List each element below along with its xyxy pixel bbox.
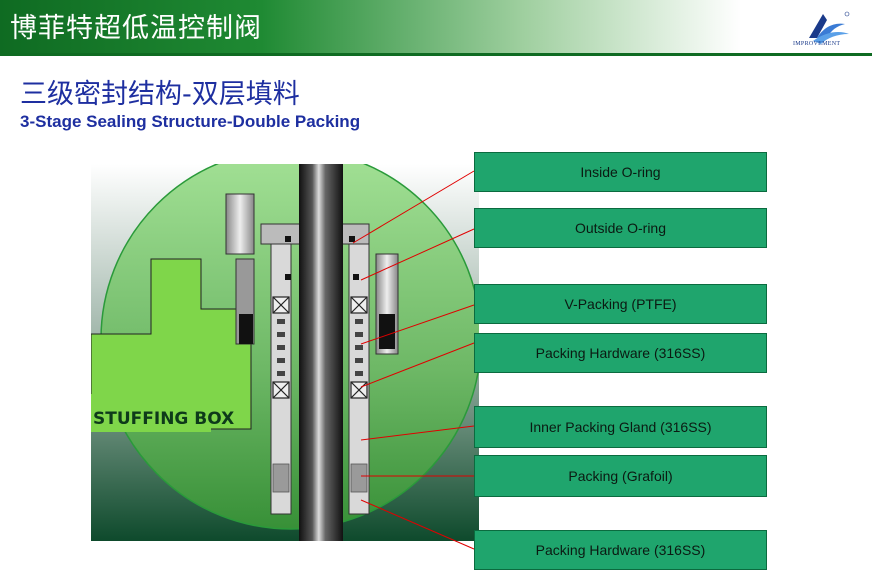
callout-inner-packing-gland: Inner Packing Gland (316SS) [474,406,767,448]
callout-outside-o-ring: Outside O-ring [474,208,767,248]
logo-text: IMPROVEMENT [793,41,841,47]
callout-packing-hardware-lower: Packing Hardware (316SS) [474,530,767,570]
page-title-chinese: 三级密封结构-双层填料 [20,79,300,110]
page-title-english: 3-Stage Sealing Structure-Double Packing [20,112,361,131]
header-bar: 博菲特超低温控制阀 [0,0,872,56]
callout-v-packing: V-Packing (PTFE) [474,284,767,324]
callout-packing-grafoil: Packing (Grafoil) [474,455,767,497]
stuffing-box-label: STUFFING BOX [93,409,234,429]
company-logo-icon [809,11,850,44]
header-title: 博菲特超低温控制阀 [10,13,262,44]
callout-inside-o-ring: Inside O-ring [474,152,767,192]
header-divider [0,53,872,56]
callout-packing-hardware-upper: Packing Hardware (316SS) [474,333,767,373]
stuffing-box-diagram: STUFFING BOX [91,164,479,541]
